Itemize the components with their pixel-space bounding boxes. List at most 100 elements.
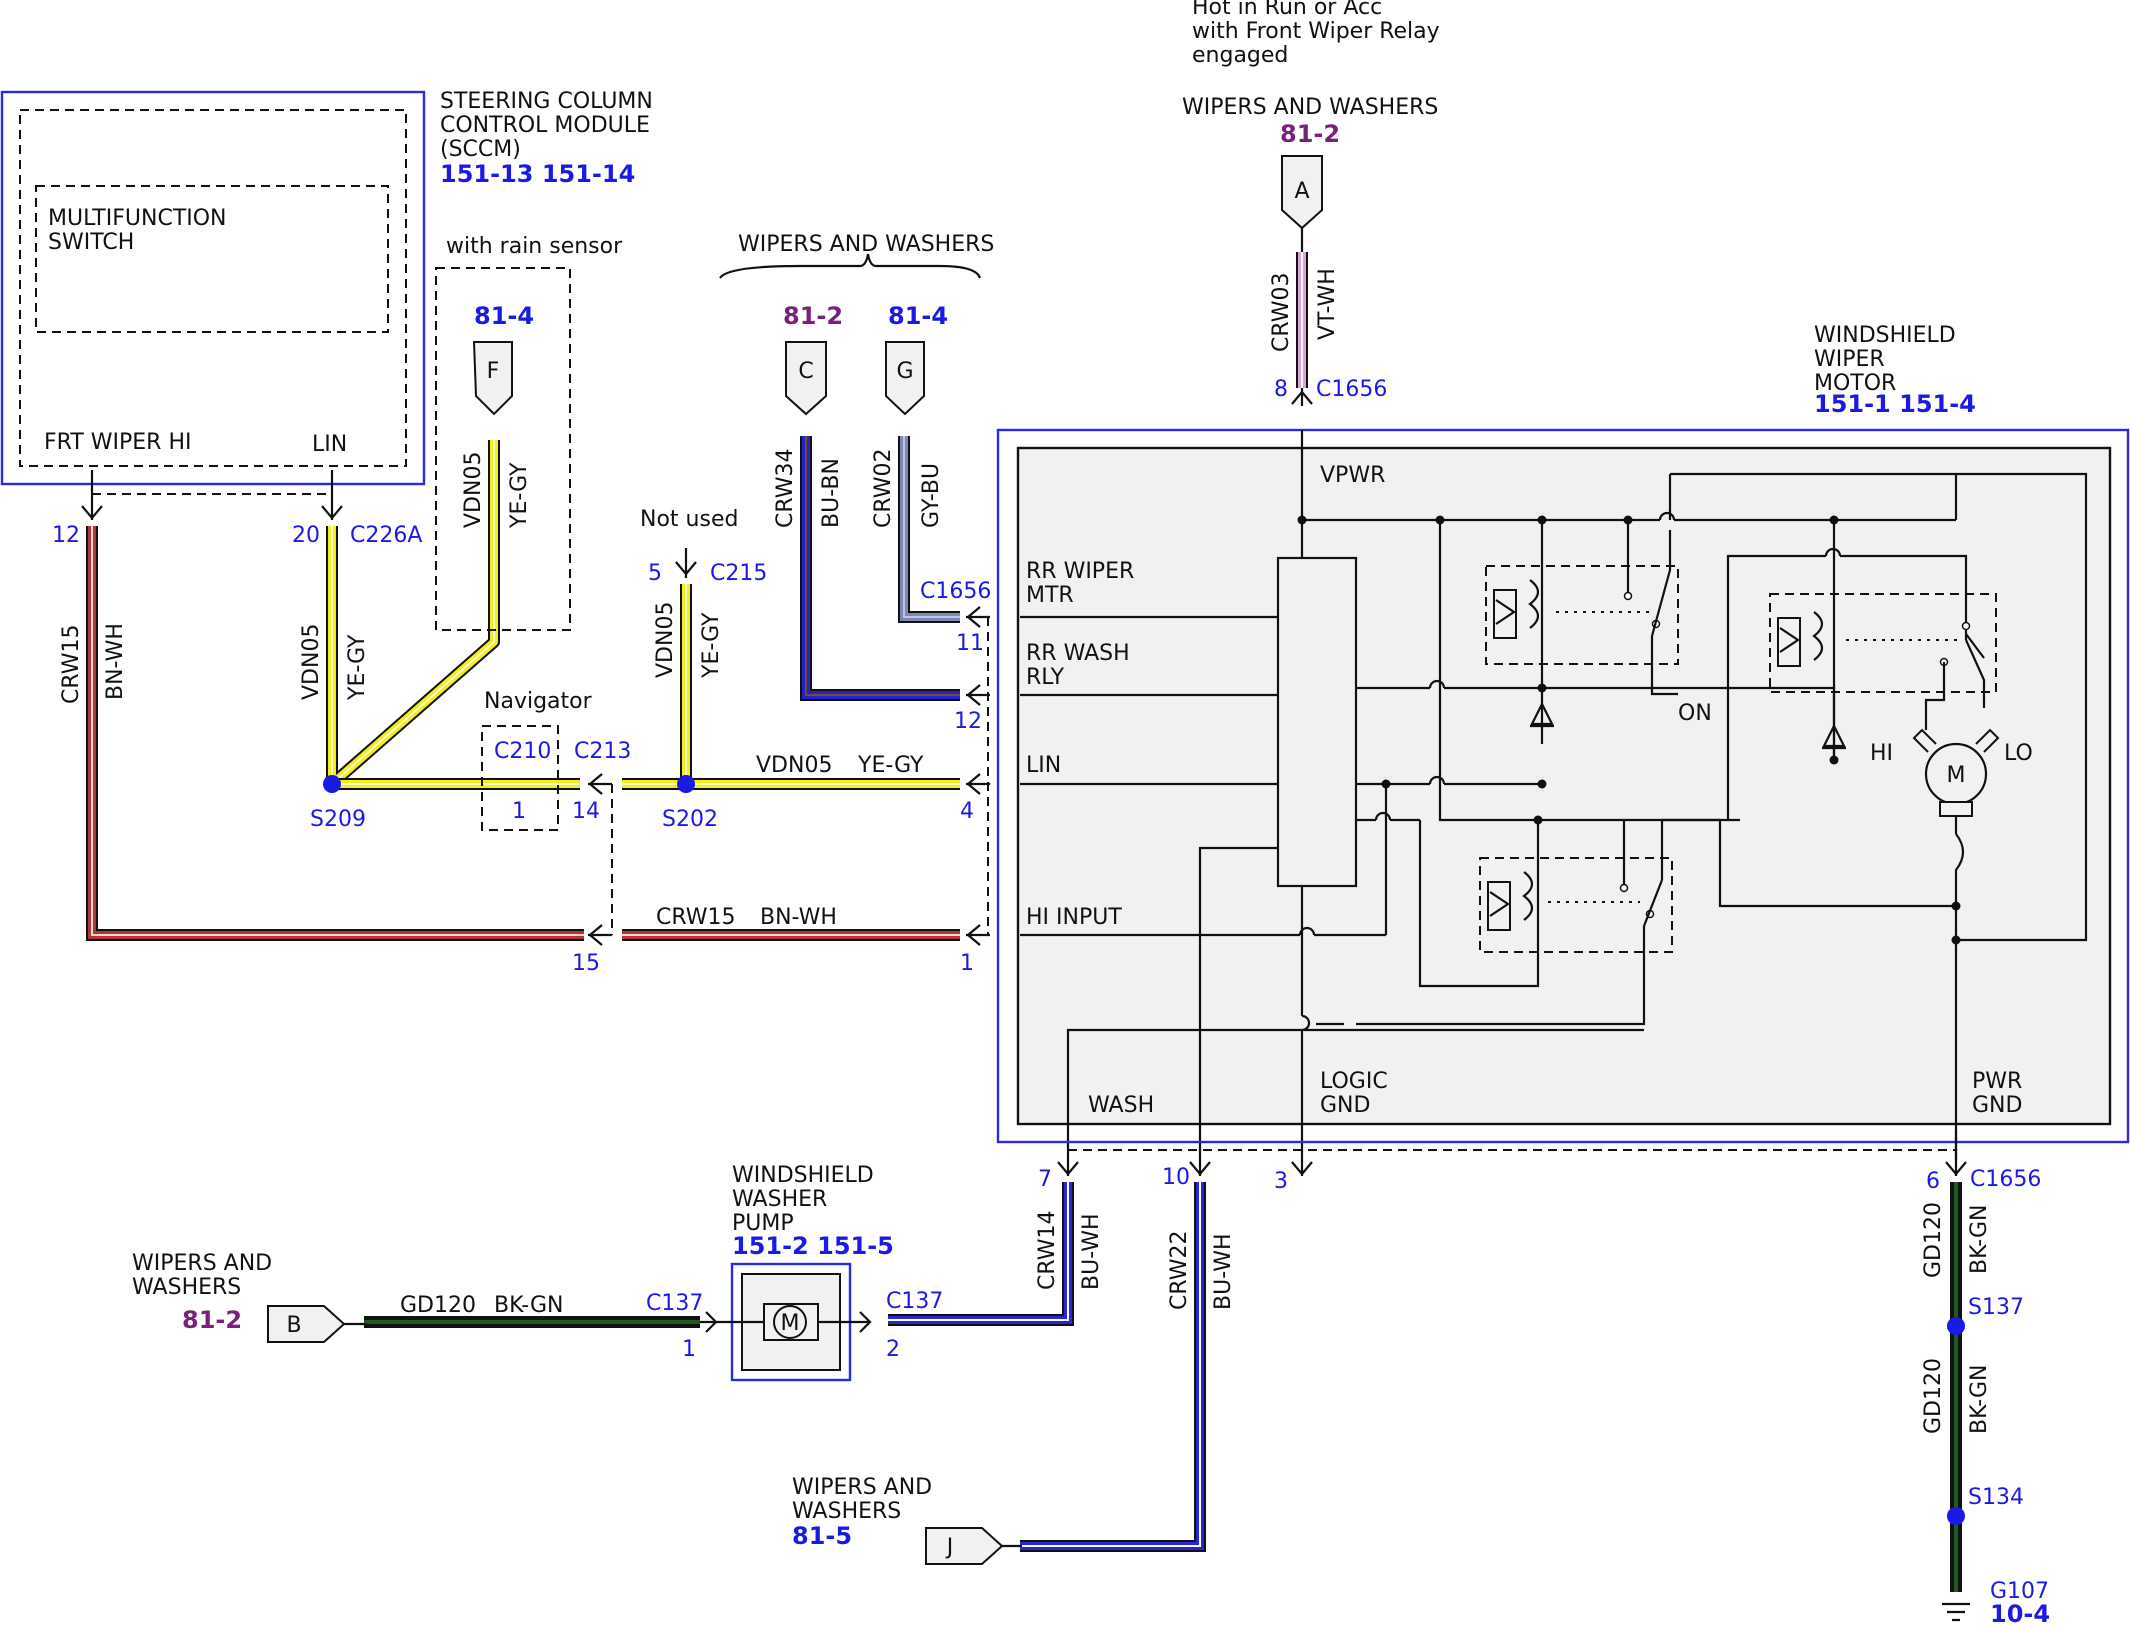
wire-crw14 [888, 1182, 1074, 1326]
bn-wh-horiz-label: BN-WH [760, 905, 837, 930]
hot-note-line1: Hot in Run or Acc [1192, 0, 1382, 20]
pump-title-1: WINDSHIELD [732, 1163, 874, 1188]
g107-ref[interactable]: 10-4 [1990, 1600, 2050, 1626]
connector-b[interactable] [267, 1305, 366, 1343]
c213-label: C213 [574, 739, 631, 764]
pin-11: 11 [956, 631, 984, 656]
gd120-vert-2: GD120 [1921, 1358, 1946, 1434]
connector-a[interactable] [1281, 155, 1323, 252]
ref-c[interactable]: 81-2 [783, 302, 843, 330]
c137-left: C137 [646, 1291, 703, 1316]
c137-right: C137 [886, 1289, 943, 1314]
motor-junction-dots [1297, 515, 1961, 945]
s137-label: S137 [1968, 1295, 2024, 1320]
navigator-label: Navigator [484, 689, 593, 714]
connector-j-id: J [945, 1535, 954, 1560]
ground-symbol [1942, 1602, 1970, 1622]
pin-7: 7 [1038, 1167, 1052, 1192]
motor-title-2: WIPER [1814, 347, 1885, 372]
c1656-label-mid: C1656 [920, 579, 991, 604]
s202-label: S202 [662, 807, 718, 832]
connector-b-id: B [286, 1313, 301, 1338]
crw34-label: CRW34 [773, 448, 798, 528]
conn-b-ref[interactable]: 81-2 [182, 1306, 242, 1334]
crw03-color: VT-WH [1315, 268, 1340, 340]
hi-label: HI [1870, 741, 1893, 766]
bn-wh-vert-label: BN-WH [103, 623, 128, 700]
conn-b-label-2: WASHERS [132, 1275, 241, 1300]
connector-g[interactable] [885, 341, 925, 416]
pump-m-label: M [781, 1311, 800, 1336]
motor-refs[interactable]: 151-1 151-4 [1814, 390, 1976, 418]
pin-14: 14 [572, 799, 600, 824]
pwr-gnd-label-2: GND [1972, 1093, 2022, 1118]
gd120-vert-1: GD120 [1921, 1202, 1946, 1278]
motor-title-1: WINDSHIELD [1814, 323, 1956, 348]
logic-gnd-label-1: LOGIC [1320, 1069, 1388, 1094]
conn-a-ref[interactable]: 81-2 [1280, 120, 1340, 148]
g107-label: G107 [1990, 1579, 2049, 1604]
multifunction-title-1: MULTIFUNCTION [48, 206, 227, 231]
wire-crw02 [898, 436, 960, 623]
sccm-title-2: CONTROL MODULE [440, 113, 650, 138]
splice-s137[interactable] [1947, 1317, 1965, 1335]
crw14-label: CRW14 [1035, 1210, 1060, 1290]
connector-j[interactable] [925, 1527, 1022, 1565]
conn-b-label-1: WIPERS AND [132, 1251, 272, 1276]
ye-gy-vert-label: YE-GY [345, 634, 370, 701]
pin-1-nav: 1 [512, 799, 526, 824]
rr-wash-label-1: RR WASH [1026, 641, 1130, 666]
connector-f[interactable] [472, 341, 513, 416]
crw34-color: BU-BN [819, 458, 844, 528]
crw02-color: GY-BU [919, 463, 944, 528]
conn-j-ref[interactable]: 81-5 [792, 1522, 852, 1550]
crw02-label: CRW02 [871, 448, 896, 528]
conn-j-label-2: WASHERS [792, 1499, 901, 1524]
not-used-label: Not used [640, 507, 738, 532]
pin-12-motor: 12 [954, 709, 982, 734]
washer-pump[interactable] [716, 1262, 852, 1382]
pin-20-sccm: 20 [292, 523, 320, 548]
crw22-label: CRW22 [1167, 1230, 1192, 1310]
c1656-label-bottom: C1656 [1970, 1167, 2041, 1192]
wire-crw22 [1020, 1182, 1206, 1552]
splice-s209[interactable] [323, 775, 341, 793]
pump-refs[interactable]: 151-2 151-5 [732, 1232, 894, 1260]
logic-gnd-label-2: GND [1320, 1093, 1370, 1118]
connector-f-label: F [487, 359, 500, 384]
vdn05-horiz-label: VDN05 [756, 753, 832, 778]
ref-g[interactable]: 81-4 [888, 302, 948, 330]
sccm-refs[interactable]: 151-13 151-14 [440, 160, 635, 188]
pin-8: 8 [1274, 377, 1288, 402]
lin-label: LIN [312, 432, 347, 457]
crw15-horiz-label: CRW15 [656, 905, 736, 930]
connector-dashes [92, 493, 1956, 1151]
s209-label: S209 [310, 807, 366, 832]
c226a-label: C226A [350, 523, 422, 548]
pump-title-2: WASHER [732, 1187, 827, 1212]
splice-s134[interactable] [1947, 1507, 1965, 1525]
frt-wiper-hi-label: FRT WIPER HI [44, 430, 192, 455]
pump-pin-1: 1 [682, 1337, 696, 1362]
gd120-pump-label: GD120 [400, 1293, 476, 1318]
rr-wash-label-2: RLY [1026, 665, 1065, 690]
pwr-gnd-label-1: PWR [1972, 1069, 2022, 1094]
pin-5: 5 [648, 561, 662, 586]
rain-sensor-box [435, 267, 571, 631]
connector-c[interactable] [785, 341, 827, 416]
crw15-vert-label: CRW15 [59, 624, 84, 704]
bk-gn-vert-2: BK-GN [1967, 1365, 1992, 1434]
splice-s202[interactable] [677, 775, 695, 793]
motor-internal-circuit [1020, 430, 2088, 1160]
pin-15: 15 [572, 951, 600, 976]
hot-note-line2: with Front Wiper Relay [1192, 19, 1440, 44]
vpwr-label: VPWR [1320, 463, 1385, 488]
sccm-module[interactable] [0, 90, 426, 486]
pin-3: 3 [1274, 1169, 1288, 1194]
rain-sensor-ref[interactable]: 81-4 [474, 302, 534, 330]
pin-12-sccm: 12 [52, 523, 80, 548]
pin-4: 4 [960, 799, 974, 824]
connector-c-label: C [798, 359, 813, 384]
hot-note-line3: engaged [1192, 43, 1288, 68]
